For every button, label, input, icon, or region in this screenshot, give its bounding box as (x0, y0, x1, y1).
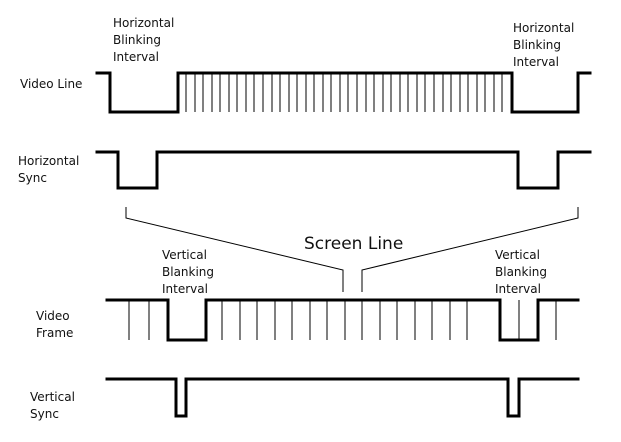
hbi-left-line-1: Horizontal (113, 16, 174, 30)
vbi-left-label: Vertical Blanking Interval (162, 248, 218, 296)
video-line-label: Video Line (20, 77, 82, 91)
video-line-waveform (95, 71, 592, 114)
vbi-right-line-3: Interval (495, 282, 541, 296)
video-frame-ticks (128, 300, 557, 340)
horizontal-sync-waveform (95, 150, 592, 190)
vertical-sync-line-1: Vertical (30, 390, 75, 404)
vertical-sync-waveform (105, 377, 580, 418)
vbi-right-line-1: Vertical (495, 248, 540, 262)
hbi-right-line-2: Blinking (513, 38, 561, 52)
video-line-ticks (185, 73, 503, 112)
video-frame-line-2: Frame (36, 326, 73, 340)
horizontal-sync-line-1: Horizontal (18, 154, 79, 168)
vertical-sync-line-2: Sync (30, 407, 59, 421)
video-frame-line-1: Video (36, 309, 70, 323)
hbi-left-label: Horizontal Blinking Interval (113, 16, 178, 64)
horizontal-sync-label: Horizontal Sync (18, 154, 83, 185)
hbi-right-line-1: Horizontal (513, 21, 574, 35)
video-frame-label: Video Frame (36, 309, 73, 340)
screen-line-bracket-left (125, 207, 344, 292)
vbi-left-line-2: Blanking (162, 265, 214, 279)
vertical-sync-label: Vertical Sync (30, 390, 79, 421)
hbi-right-label: Horizontal Blinking Interval (513, 21, 578, 69)
screen-line-label: Screen Line (304, 234, 403, 254)
hbi-left-line-3: Interval (113, 50, 159, 64)
video-frame-waveform (105, 298, 580, 342)
hbi-right-line-3: Interval (513, 55, 559, 69)
vbi-right-line-2: Blanking (495, 265, 547, 279)
vbi-left-line-3: Interval (162, 282, 208, 296)
vbi-right-label: Vertical Blanking Interval (495, 248, 551, 296)
hbi-left-line-2: Blinking (113, 33, 161, 47)
vbi-left-line-1: Vertical (162, 248, 207, 262)
screen-line-bracket-right (361, 207, 579, 292)
horizontal-sync-line-2: Sync (18, 171, 47, 185)
